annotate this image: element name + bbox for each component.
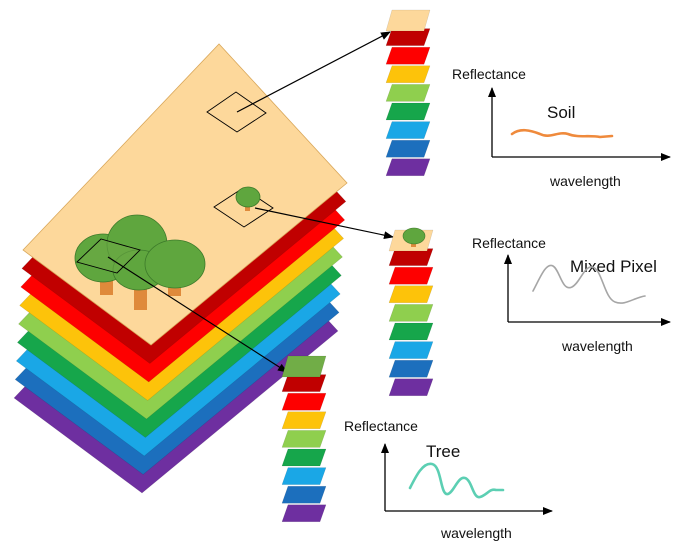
soil-reflectance-plot: Reflectance wavelength Soil — [452, 66, 671, 189]
stack-band-tile — [281, 485, 327, 504]
tree-icon — [144, 239, 206, 296]
stack-top-pixel — [281, 355, 327, 378]
tree-spectral-curve — [408, 462, 505, 499]
stack-band-tile — [385, 102, 431, 121]
tree-pixel-box — [76, 238, 141, 274]
mixed-pixel-spectral-curve — [532, 264, 646, 304]
stack-band-tile — [385, 121, 431, 139]
stack-band-tile — [281, 411, 327, 430]
tree-icon — [235, 186, 261, 211]
soil-pixel-spectrum-stack — [385, 9, 431, 177]
stack-band-tile — [281, 430, 327, 448]
stack-band-tile — [388, 248, 434, 266]
mixed-pixel-box — [213, 187, 274, 228]
stack-band-tile — [388, 359, 434, 378]
y-axis-label: Reflectance — [452, 66, 526, 82]
stack-band-tile — [281, 374, 327, 392]
y-axis-label: Reflectance — [344, 418, 418, 434]
stack-band-tile — [388, 378, 434, 397]
stack-band-tile — [281, 448, 327, 467]
stack-band-tile — [385, 28, 431, 46]
y-axis-label: Reflectance — [472, 235, 546, 251]
stack-band-tile — [388, 285, 434, 304]
tree-icon — [402, 227, 426, 245]
stack-band-tile — [388, 341, 434, 359]
stack-band-tile — [385, 139, 431, 158]
curve-label: Soil — [547, 103, 575, 122]
stack-band-tile — [281, 392, 327, 411]
x-axis-label: wavelength — [440, 525, 512, 541]
x-axis-label: wavelength — [549, 173, 621, 189]
soil-pixel-box — [206, 91, 267, 133]
x-axis-label: wavelength — [561, 338, 633, 354]
stack-band-tile — [385, 84, 431, 102]
stack-band-tile — [388, 304, 434, 322]
stack-band-tile — [281, 504, 327, 523]
tree-pixel-spectrum-stack — [281, 355, 327, 523]
stack-band-tile — [385, 65, 431, 84]
mixed-pixel-reflectance-plot: Reflectance wavelength Mixed Pixel — [472, 235, 671, 354]
stack-band-tile — [385, 46, 431, 65]
stack-band-tile — [385, 158, 431, 177]
stack-band-tile — [388, 266, 434, 285]
soil-spectral-curve — [510, 128, 614, 139]
arrow-icon — [107, 256, 288, 373]
curve-label: Mixed Pixel — [570, 257, 657, 276]
arrow-icon — [236, 31, 391, 113]
arrow-icon — [254, 207, 394, 240]
stack-band-tile — [281, 467, 327, 485]
mixed-pixel-spectrum-stack — [388, 227, 434, 397]
curve-label: Tree — [426, 442, 460, 461]
stack-band-tile — [388, 322, 434, 341]
tree-reflectance-plot: Reflectance wavelength Tree — [344, 418, 553, 541]
stack-top-pixel — [385, 9, 431, 32]
